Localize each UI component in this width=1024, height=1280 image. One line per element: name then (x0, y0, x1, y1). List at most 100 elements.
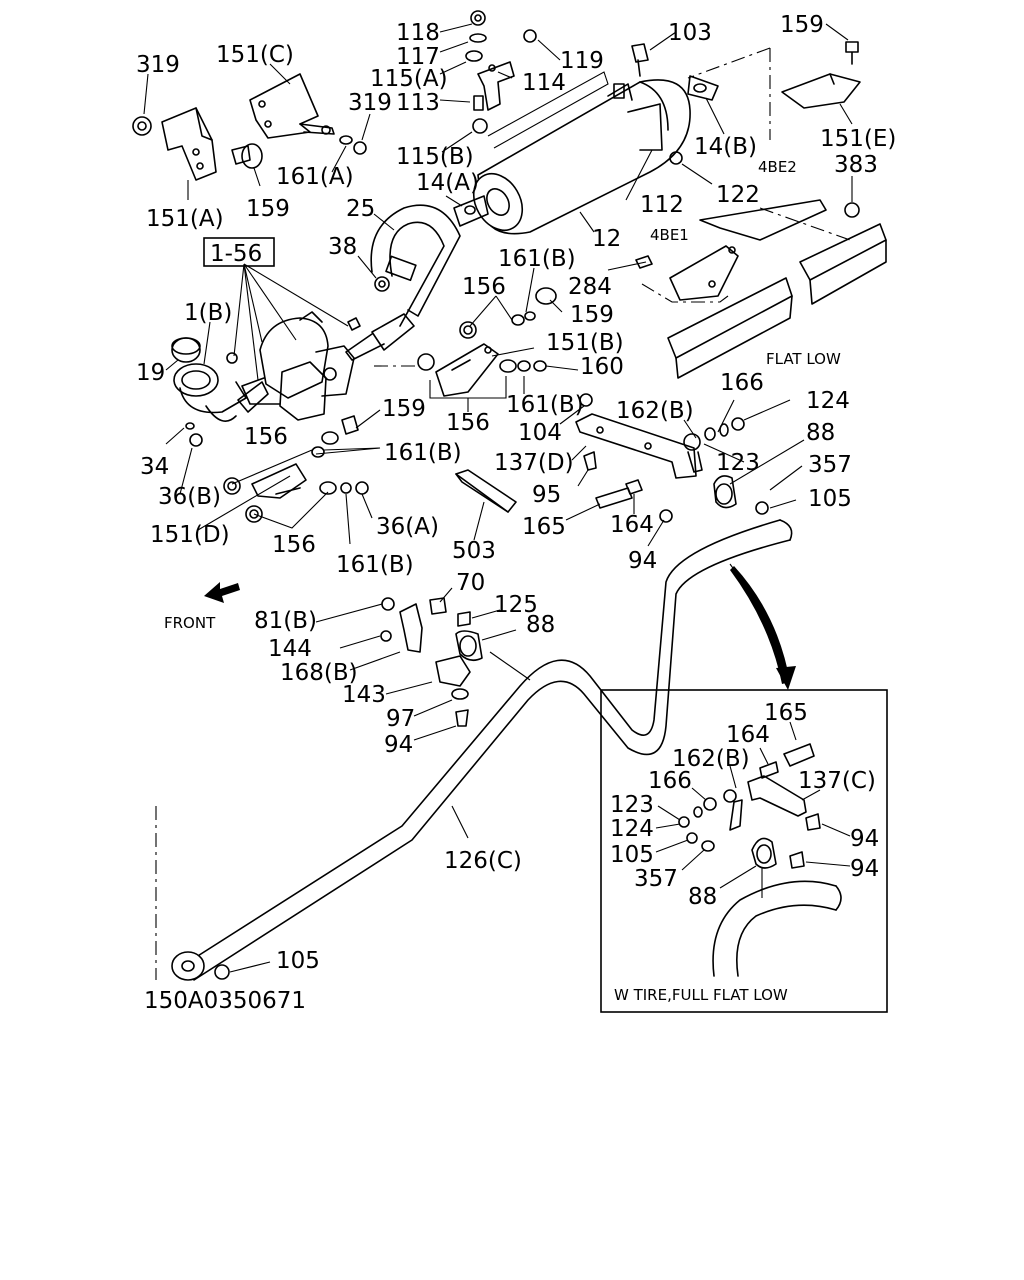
elbow-1b (171, 337, 269, 422)
bracket-151c (249, 73, 335, 139)
callout-357: 357 (808, 452, 852, 478)
callout-118: 118 (396, 20, 440, 46)
callout-14a: 14(A) (416, 170, 479, 196)
tailpipe-126c (171, 519, 793, 981)
variant-lines (155, 47, 851, 980)
detail-inset (600, 689, 888, 1013)
callout-94-b: 94 (384, 732, 413, 758)
callout-151e: 151(E) (820, 126, 896, 152)
hanger-503 (455, 469, 517, 513)
note-flat-low: FLAT LOW (766, 350, 841, 368)
inset-callout-105: 105 (610, 842, 654, 868)
callout-156-d: 156 (272, 532, 316, 558)
inset-callout-94-a: 94 (850, 826, 879, 852)
callout-112: 112 (640, 192, 684, 218)
inset-callout-162b: 162(B) (672, 746, 750, 772)
muffler-12 (472, 79, 691, 235)
callout-38: 38 (328, 234, 357, 260)
bracket-lower-assembly (399, 603, 483, 687)
callout-151b: 151(B) (546, 330, 624, 356)
callout-117: 117 (396, 44, 440, 70)
callout-126c: 126(C) (444, 848, 522, 874)
callout-95: 95 (532, 482, 561, 508)
callout-104: 104 (518, 420, 562, 446)
callout-1-56: 1-56 (210, 241, 262, 267)
frame-rails (667, 199, 887, 379)
callout-97: 97 (386, 706, 415, 732)
callout-144: 144 (268, 636, 312, 662)
callout-383: 383 (834, 152, 878, 178)
callout-319-mid: 319 (348, 90, 392, 116)
callout-103: 103 (668, 20, 712, 46)
pipe-25 (345, 204, 461, 361)
callout-114: 114 (522, 70, 566, 96)
callout-81b: 81(B) (254, 608, 317, 634)
callout-151c: 151(C) (216, 42, 294, 68)
bracket-151b (435, 343, 499, 397)
callout-88-a: 88 (806, 420, 835, 446)
note-front: FRONT (164, 614, 216, 632)
callout-36b: 36(B) (158, 484, 221, 510)
callout-161b-b: 161(B) (506, 392, 584, 418)
callout-156-c: 156 (244, 424, 288, 450)
callout-1-56-box: 1-56 (203, 237, 275, 267)
inset-callout-166: 166 (648, 768, 692, 794)
callout-25: 25 (346, 196, 375, 222)
inset-callout-88: 88 (688, 884, 717, 910)
callout-124: 124 (806, 388, 850, 414)
detail-arrow (729, 563, 796, 690)
callout-36a: 36(A) (376, 514, 439, 540)
callout-34: 34 (140, 454, 169, 480)
exhaust-brake-unit-1-56 (226, 311, 361, 421)
callout-161a: 161(A) (276, 164, 354, 190)
callout-137d: 137(D) (494, 450, 574, 476)
callout-12: 12 (592, 226, 621, 252)
inset-callout-137c: 137(C) (798, 768, 876, 794)
callout-19: 19 (136, 360, 165, 386)
bracket-151e (781, 73, 861, 109)
callout-14b: 14(B) (694, 134, 757, 160)
note-4be2: 4BE2 (758, 158, 797, 176)
front-arrow-icon (204, 582, 240, 603)
callout-70: 70 (456, 570, 485, 596)
callout-151a: 151(A) (146, 206, 224, 232)
inset-callout-123: 123 (610, 792, 654, 818)
inset-callout-124: 124 (610, 816, 654, 842)
callout-143: 143 (342, 682, 386, 708)
callout-151d: 151(D) (150, 522, 230, 548)
callout-113: 113 (396, 90, 440, 116)
bracket-4be1 (641, 245, 739, 303)
callout-115a: 115(A) (370, 66, 448, 92)
callout-125: 125 (494, 592, 538, 618)
callout-105-b: 105 (276, 948, 320, 974)
callout-284: 284 (568, 274, 612, 300)
inset-callout-94-b: 94 (850, 856, 879, 882)
bracket-114 (477, 61, 515, 111)
callout-119: 119 (560, 48, 604, 74)
callout-319-left: 319 (136, 52, 180, 78)
callout-88-b: 88 (526, 612, 555, 638)
callout-168b: 168(B) (280, 660, 358, 686)
hardware (132, 10, 860, 980)
inset-callout-357: 357 (634, 866, 678, 892)
inset-callout-165: 165 (764, 700, 808, 726)
note-4be1: 4BE1 (650, 226, 689, 244)
leader-lines (143, 23, 853, 973)
callout-labels: 118 117 115(A) 113 115(B) 119 114 103 15… (136, 12, 896, 1014)
callout-123: 123 (716, 450, 760, 476)
callout-122: 122 (716, 182, 760, 208)
callout-160: 160 (580, 354, 624, 380)
callout-159-c: 159 (382, 396, 426, 422)
callout-161b-d: 161(B) (336, 552, 414, 578)
callout-94-a: 94 (628, 548, 657, 574)
callout-164: 164 (610, 512, 654, 538)
bracket-151a (161, 107, 217, 181)
callout-503: 503 (452, 538, 496, 564)
callout-166: 166 (720, 370, 764, 396)
inset-callout-164: 164 (726, 722, 770, 748)
bracket-137d (575, 413, 703, 479)
callout-161b-a: 161(B) (498, 246, 576, 272)
callout-1b: 1(B) (184, 300, 232, 326)
inset-title: W TIRE,FULL FLAT LOW (614, 986, 788, 1004)
